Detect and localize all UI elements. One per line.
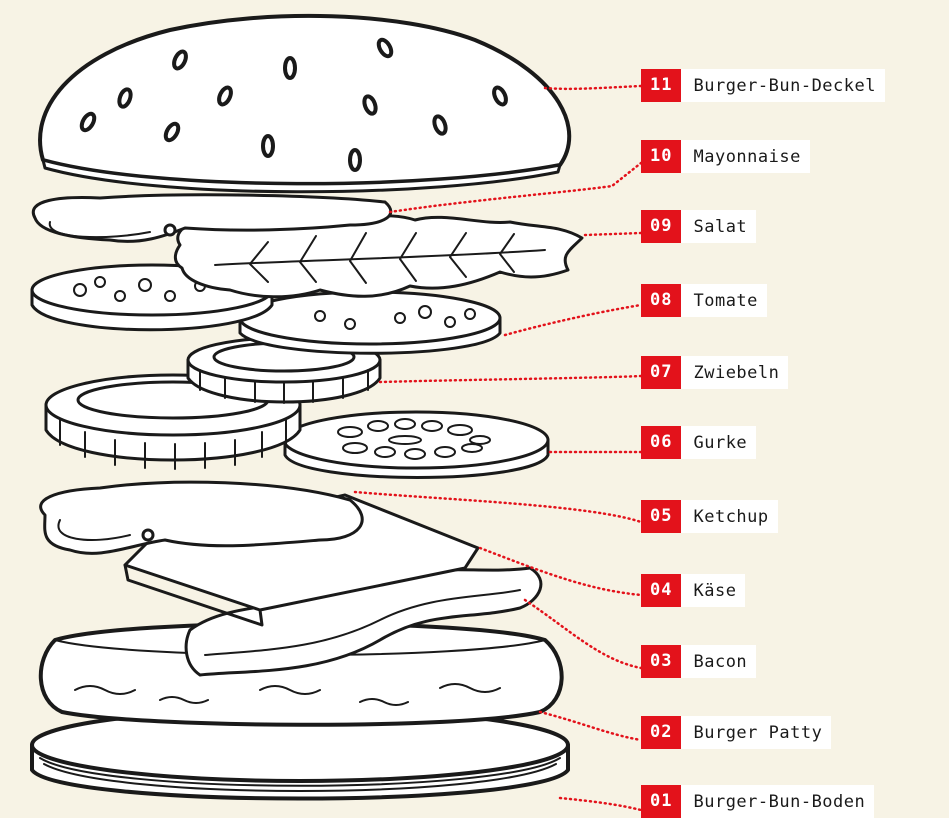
label-03: 03 Bacon: [641, 645, 756, 678]
label-number: 10: [641, 140, 681, 173]
label-10: 10 Mayonnaise: [641, 140, 810, 173]
label-text: Burger-Bun-Boden: [681, 792, 874, 812]
label-number: 02: [641, 716, 681, 749]
label-text: Tomate: [681, 291, 766, 311]
label-09: 09 Salat: [641, 210, 756, 243]
leader-line-11: [545, 86, 641, 89]
label-number: 04: [641, 574, 681, 607]
leader-line-08: [505, 305, 641, 335]
leader-line-09: [585, 233, 641, 235]
leader-line-07: [380, 376, 641, 382]
label-text: Gurke: [681, 433, 756, 453]
top-bun-illustration: [40, 16, 569, 192]
label-number: 11: [641, 69, 681, 102]
label-number: 05: [641, 500, 681, 533]
label-01: 01 Burger-Bun-Boden: [641, 785, 874, 818]
label-text: Mayonnaise: [681, 147, 809, 167]
label-text: Bacon: [681, 652, 756, 672]
label-06: 06 Gurke: [641, 426, 756, 459]
label-text: Käse: [681, 581, 745, 601]
label-number: 03: [641, 645, 681, 678]
label-number: 06: [641, 426, 681, 459]
label-text: Ketchup: [681, 507, 777, 527]
label-07: 07 Zwiebeln: [641, 356, 788, 389]
label-text: Burger Patty: [681, 723, 831, 743]
label-text: Burger-Bun-Deckel: [681, 76, 885, 96]
label-number: 08: [641, 284, 681, 317]
label-text: Zwiebeln: [681, 363, 788, 383]
cucumber-illustration: [284, 412, 548, 478]
label-02: 02 Burger Patty: [641, 716, 831, 749]
label-text: Salat: [681, 217, 756, 237]
label-05: 05 Ketchup: [641, 500, 778, 533]
label-number: 01: [641, 785, 681, 818]
label-number: 09: [641, 210, 681, 243]
label-11: 11 Burger-Bun-Deckel: [641, 69, 885, 102]
leader-line-01: [560, 798, 641, 810]
label-number: 07: [641, 356, 681, 389]
label-08: 08 Tomate: [641, 284, 767, 317]
label-04: 04 Käse: [641, 574, 745, 607]
